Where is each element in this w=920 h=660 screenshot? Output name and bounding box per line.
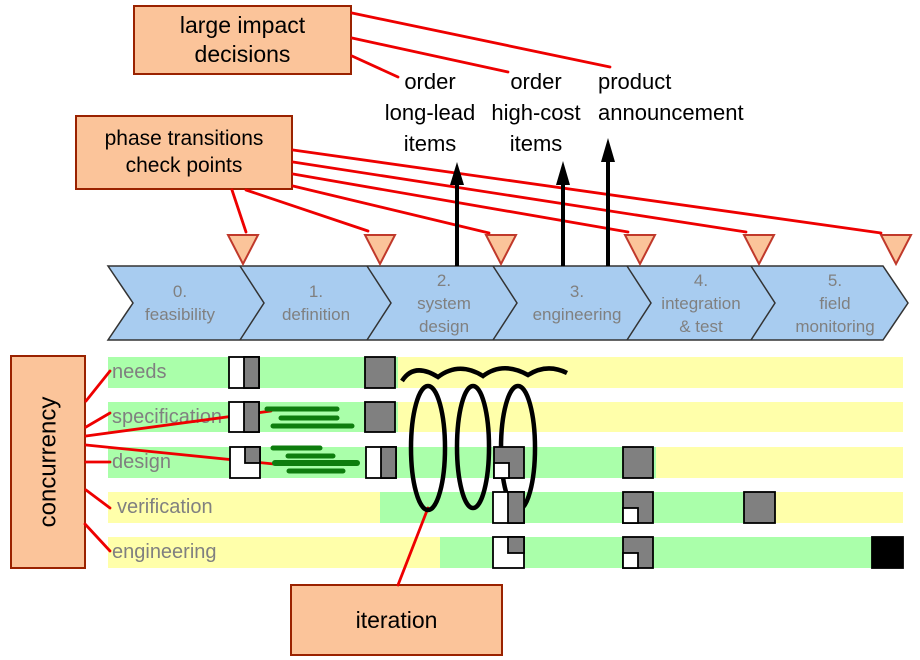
row-label-design: design (112, 451, 171, 473)
product-announcement-arrow (601, 138, 615, 266)
progress-markers (228, 356, 904, 569)
iteration-spiral-icon (400, 366, 569, 513)
concurrent-task-lines (264, 406, 360, 474)
verification-row-idle-segment-left (108, 492, 380, 523)
iteration-label: iteration (355, 606, 438, 633)
checkpoint-triangle-6 (879, 234, 913, 267)
phase-transitions-checkpoints-box: phase transitions check points (75, 115, 293, 190)
iteration-box: iteration (290, 584, 503, 656)
engineering-marker-quarter (492, 536, 525, 569)
phase-number: 1. (308, 282, 324, 301)
needs-marker-half (228, 356, 260, 389)
milestone-order-long-lead-items: order long-lead items (384, 69, 476, 156)
verification-marker-full (743, 491, 776, 524)
phase-bar (106, 265, 909, 341)
specification-row-idle-segment (398, 402, 903, 432)
design-marker-full (622, 446, 654, 479)
phase-segment-field-monitoring: 5. field monitoring (770, 266, 900, 340)
phase-segment-definition: 1. definition (256, 266, 376, 340)
design-marker-three-quarter (493, 446, 525, 479)
verification-marker-half (492, 491, 525, 524)
specification-marker-half (228, 401, 260, 433)
concurrency-box: concurrency (10, 355, 86, 569)
phase-segment-engineering: 3. engineering (507, 266, 647, 340)
phase-name: feasibility (145, 305, 215, 324)
checkpoint-triangle-3 (484, 234, 518, 267)
row-label-engineering: engineering (112, 541, 217, 563)
phase-name: definition (281, 305, 351, 324)
design-marker-half (365, 446, 397, 479)
engineering-row-idle-segment (108, 537, 440, 568)
engineering-marker-three-quarter (622, 536, 654, 569)
order-long-lead-arrow (450, 162, 464, 266)
phase-bar-separators (239, 265, 776, 341)
needs-marker-full (364, 356, 396, 389)
checkpoint-triangle-1 (226, 234, 260, 267)
phase-number: 5. (827, 270, 843, 290)
phase-name: system design (417, 293, 471, 336)
specification-marker-full (364, 401, 396, 433)
phase-transitions-checkpoints-label: phase transitions check points (104, 127, 264, 177)
checkpoint-triangle-4 (623, 234, 657, 267)
large-impact-decisions-label: large impact decisions (179, 12, 306, 67)
design-marker-quarter (229, 446, 261, 479)
order-high-cost-arrow (556, 161, 570, 266)
row-label-needs: needs (112, 361, 167, 383)
needs-row-idle-segment (398, 357, 903, 388)
phase-name: integration & test (661, 293, 741, 336)
verification-marker-three-quarter (622, 491, 654, 524)
phase-segment-system-design: 2. system design (384, 266, 504, 340)
engineering-marker-end-black (871, 536, 904, 569)
phase-name: field monitoring (795, 293, 875, 336)
design-row-idle-segment (656, 447, 903, 478)
phase-number: 3. (569, 282, 585, 301)
phase-segment-feasibility: 0. feasibility (120, 266, 240, 340)
milestone-product-announcement: product announcement (598, 69, 744, 125)
checkpoint-triangle-5 (742, 234, 776, 267)
phase-number: 0. (172, 282, 188, 301)
milestone-order-high-cost-items: order high-cost items (491, 69, 581, 156)
phase-name: engineering (532, 305, 622, 324)
phase-segment-integration-test: 4. integration & test (641, 266, 761, 340)
phase-number: 4. (693, 270, 709, 290)
large-impact-decisions-box: large impact decisions (133, 5, 352, 75)
phase-number: 2. (436, 270, 452, 290)
row-label-verification: verification (117, 496, 213, 518)
checkpoint-triangle-2 (363, 234, 397, 267)
